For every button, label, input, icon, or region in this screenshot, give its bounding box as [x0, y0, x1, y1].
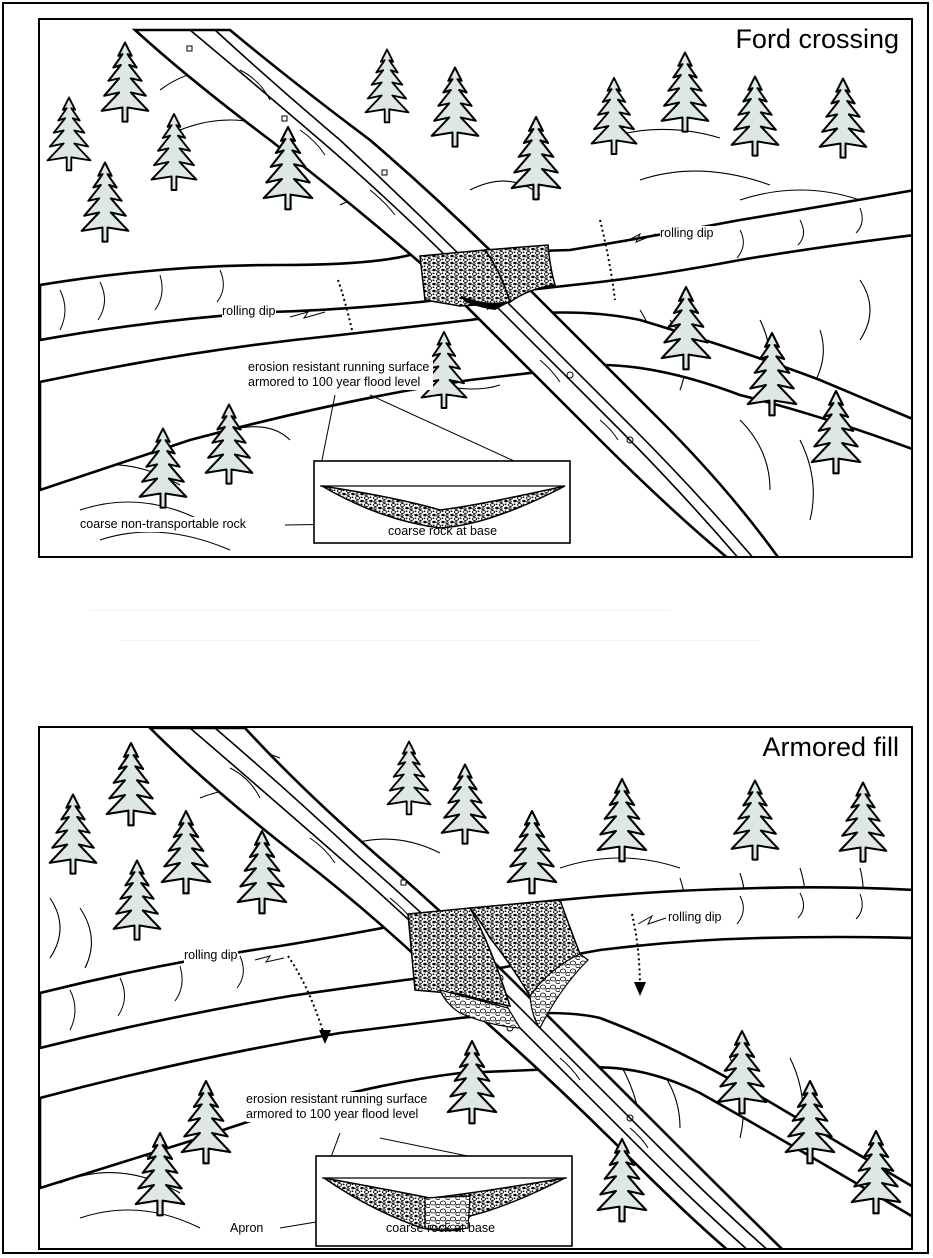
scan-mark: [90, 610, 670, 611]
erosion-resistant-label: erosion resistant running surface armore…: [246, 1092, 431, 1122]
apron-label: Apron: [230, 1221, 263, 1236]
armored-fill-panel: Armored fill rolling dip rolling dip ero…: [38, 726, 913, 1250]
coarse-rock-base-label: coarse rock at base: [386, 1221, 495, 1236]
scan-mark: [120, 640, 760, 641]
coarse-nontransportable-label: coarse non-transportable rock: [80, 517, 246, 532]
panel-title: Ford crossing: [733, 24, 901, 55]
coarse-rock-base-label: coarse rock at base: [388, 524, 497, 539]
panel-title: Armored fill: [760, 732, 901, 763]
rolling-dip-label-upper: rolling dip: [668, 910, 722, 925]
rolling-dip-arrowhead: [634, 982, 646, 996]
rolling-dip-label-upper: rolling dip: [660, 226, 714, 241]
ford-crossing-panel: Ford crossing rolling dip rolling dip er…: [38, 18, 913, 558]
rolling-dip-label-lower: rolling dip: [222, 304, 276, 319]
armored-fill-illustration: [40, 728, 913, 1250]
erosion-resistant-label: erosion resistant running surface armore…: [248, 360, 433, 390]
rolling-dip-label-lower: rolling dip: [184, 948, 238, 963]
ford-crossing-illustration: [40, 20, 913, 558]
